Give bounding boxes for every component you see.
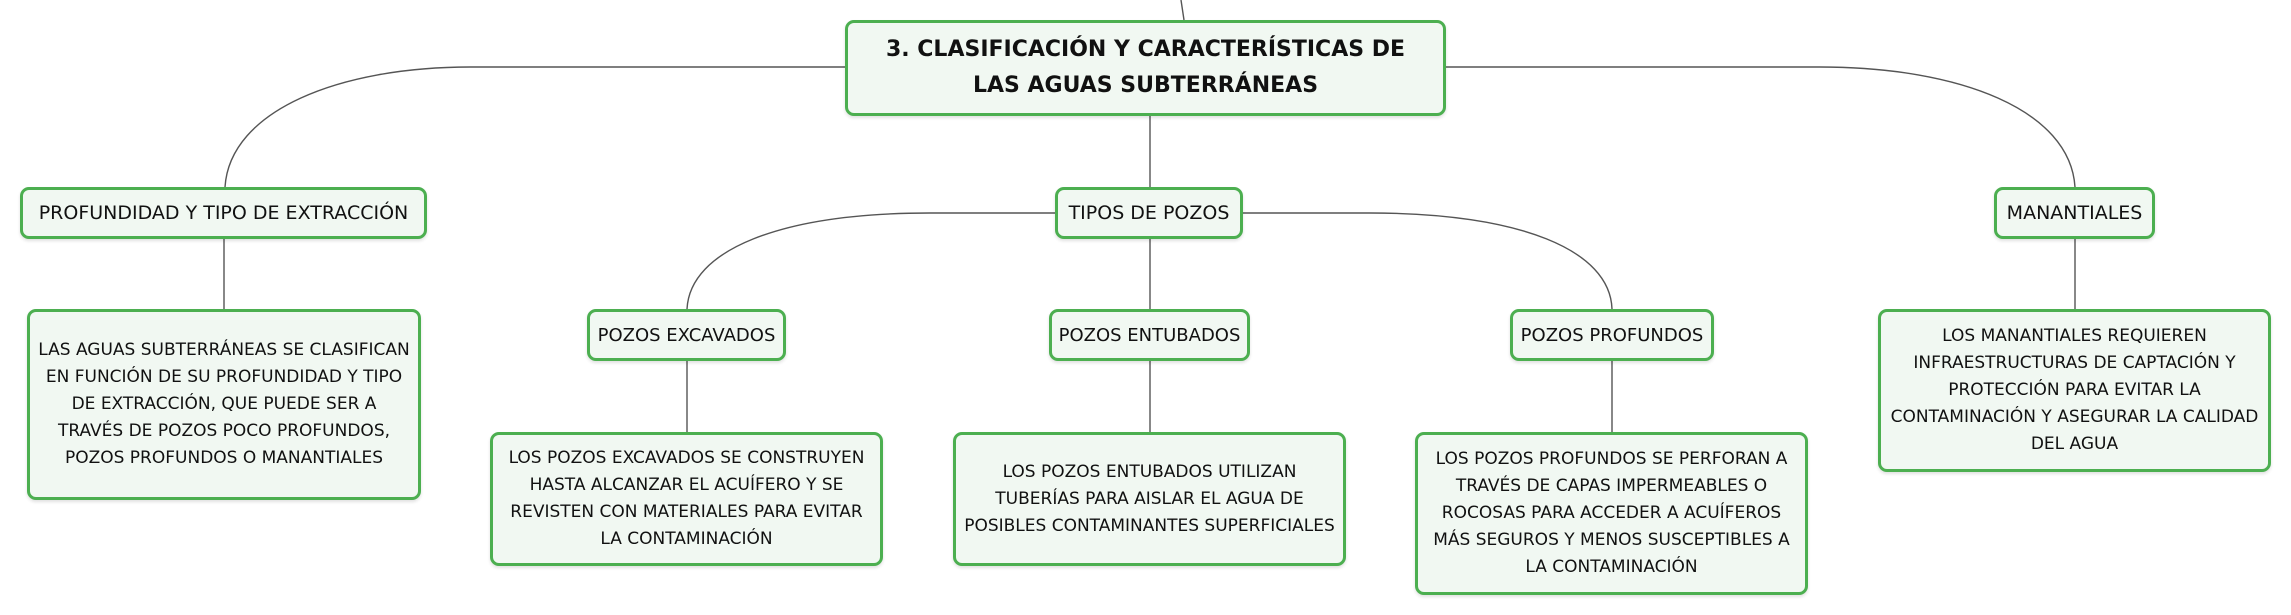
branch-node-manantiales[interactable]: MANANTIALES xyxy=(1994,187,2155,239)
branch-node-tipos-pozos[interactable]: TIPOS DE POZOS xyxy=(1055,187,1243,239)
connector-parent-to-root xyxy=(1180,0,1185,21)
description-node-pozos-entubados[interactable]: LOS POZOS ENTUBADOS UTILIZAN TUBERÍAS PA… xyxy=(953,432,1346,566)
description-node-pozos-profundos[interactable]: LOS POZOS PROFUNDOS SE PERFORAN A TRAVÉS… xyxy=(1415,432,1808,595)
subtopic-label-pozos-profundos: POZOS PROFUNDOS xyxy=(1520,324,1704,346)
subtopic-label-pozos-entubados: POZOS ENTUBADOS xyxy=(1058,324,1241,346)
description-text-pozos-excavados: LOS POZOS EXCAVADOS SE CONSTRUYEN HASTA … xyxy=(508,448,865,549)
subtopic-node-pozos-entubados[interactable]: POZOS ENTUBADOS xyxy=(1049,309,1250,361)
connector-tipos-to-profundos xyxy=(1243,212,1613,310)
description-node-pozos-excavados[interactable]: LOS POZOS EXCAVADOS SE CONSTRUYEN HASTA … xyxy=(490,432,883,566)
description-text-manantiales: LOS MANANTIALES REQUIEREN INFRAESTRUCTUR… xyxy=(1890,326,2259,454)
description-node-profundidad[interactable]: LAS AGUAS SUBTERRÁNEAS SE CLASIFICAN EN … xyxy=(27,309,421,500)
subtopic-node-pozos-excavados[interactable]: POZOS EXCAVADOS xyxy=(587,309,786,361)
description-text-pozos-entubados: LOS POZOS ENTUBADOS UTILIZAN TUBERÍAS PA… xyxy=(964,461,1335,536)
description-text-pozos-profundos: LOS POZOS PROFUNDOS SE PERFORAN A TRAVÉS… xyxy=(1433,449,1790,577)
branch-node-profundidad[interactable]: PROFUNDIDAD Y TIPO DE EXTRACCIÓN xyxy=(20,187,427,239)
description-node-manantiales[interactable]: LOS MANANTIALES REQUIEREN INFRAESTRUCTUR… xyxy=(1878,309,2271,472)
root-topic-label: 3. CLASIFICACIÓN Y CARACTERÍSTICAS DE LA… xyxy=(885,37,1406,98)
connector-root-to-profundidad xyxy=(224,66,845,188)
subtopic-node-pozos-profundos[interactable]: POZOS PROFUNDOS xyxy=(1510,309,1714,361)
description-text-profundidad: LAS AGUAS SUBTERRÁNEAS SE CLASIFICAN EN … xyxy=(38,340,410,468)
root-topic-node[interactable]: 3. CLASIFICACIÓN Y CARACTERÍSTICAS DE LA… xyxy=(845,20,1446,116)
subtopic-label-pozos-excavados: POZOS EXCAVADOS xyxy=(597,324,776,346)
branch-label-profundidad: PROFUNDIDAD Y TIPO DE EXTRACCIÓN xyxy=(38,202,409,224)
connector-tipos-to-excavados xyxy=(686,212,1055,310)
branch-label-manantiales: MANANTIALES xyxy=(2006,202,2143,224)
connector-root-to-manantiales xyxy=(1446,66,2076,188)
branch-label-tipos-pozos: TIPOS DE POZOS xyxy=(1068,202,1230,224)
